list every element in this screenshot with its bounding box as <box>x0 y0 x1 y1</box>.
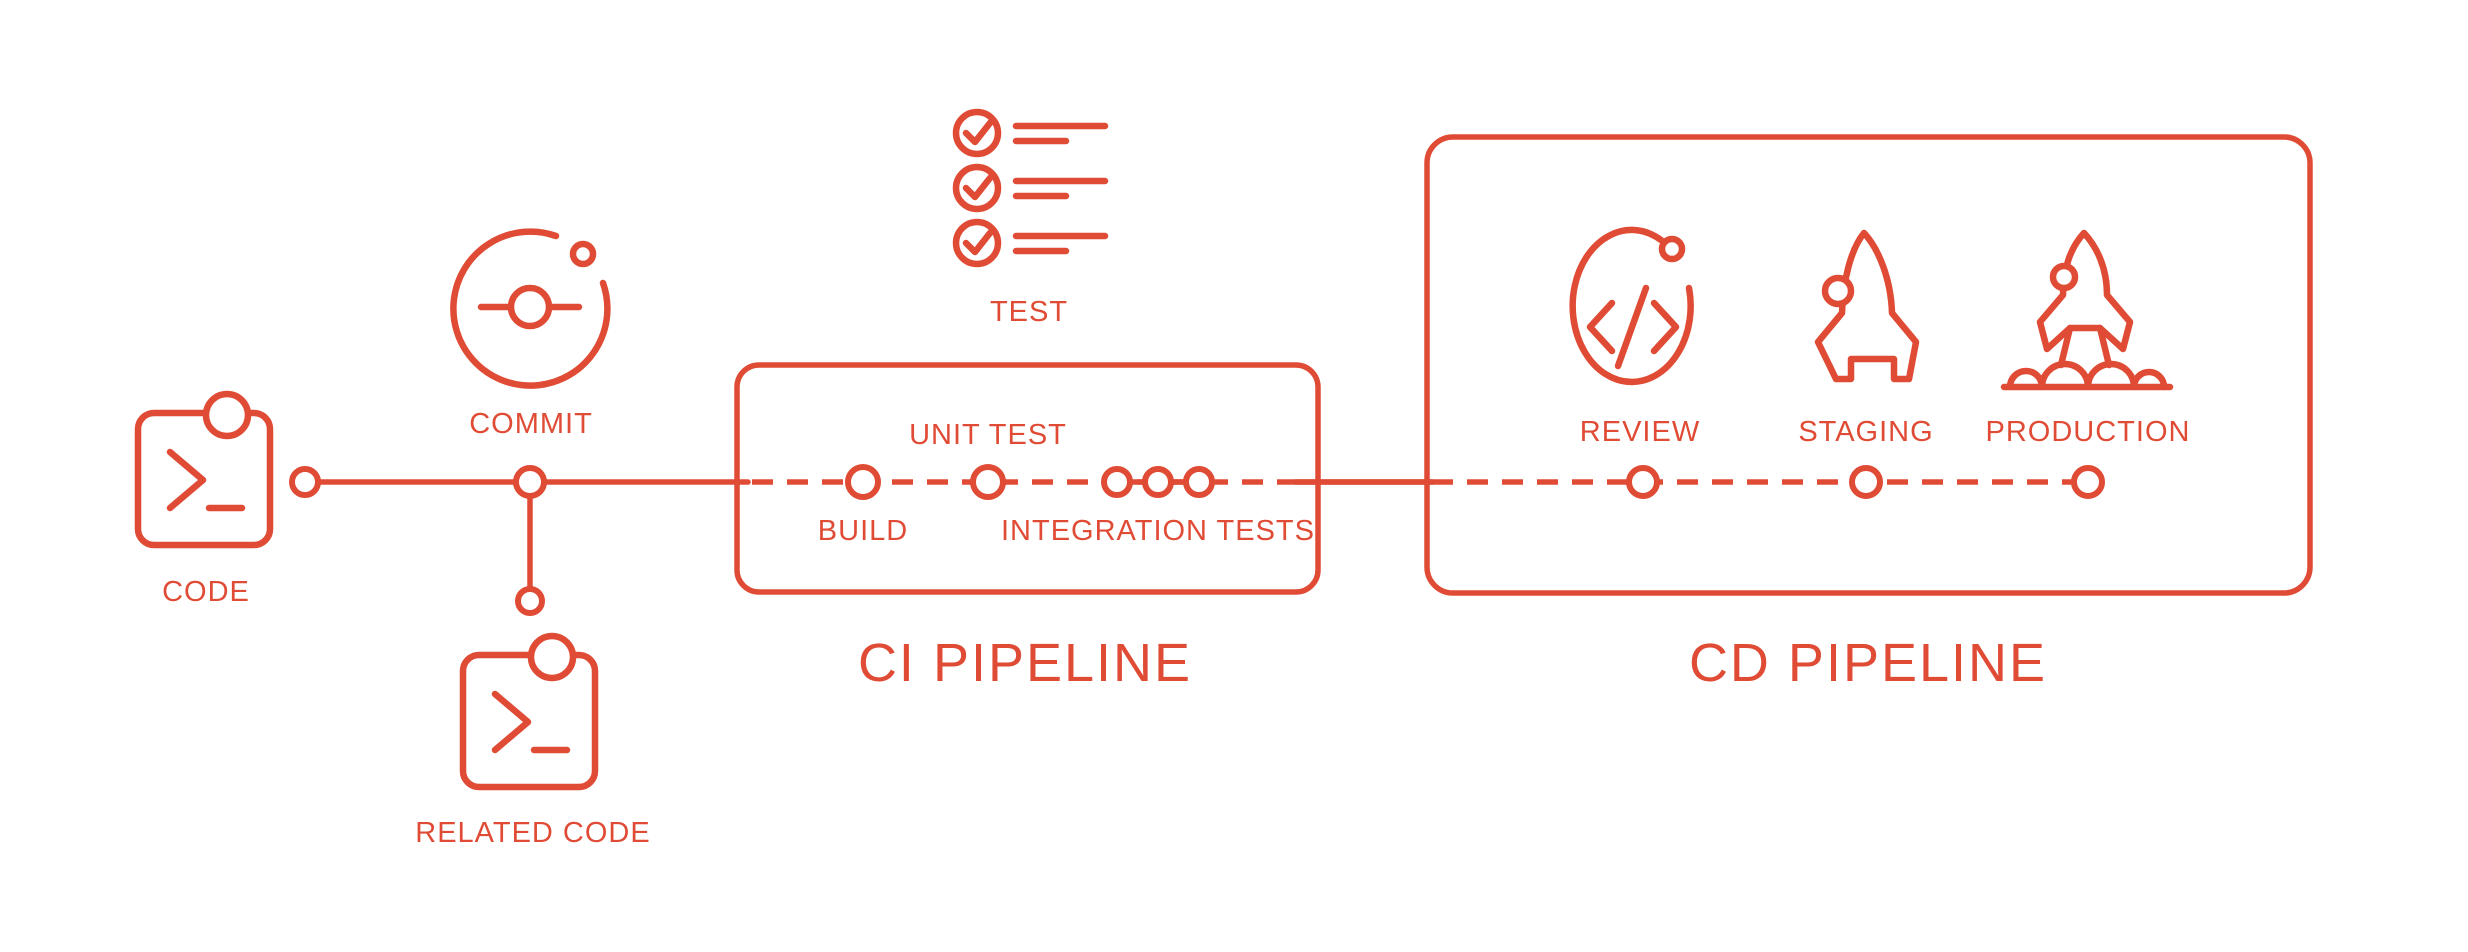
rocket-launch-icon <box>2000 229 2174 391</box>
ci-pipeline-title: CI PIPELINE <box>858 633 1192 693</box>
integration-tests-label: INTEGRATION TESTS <box>1001 515 1315 547</box>
test-label: TEST <box>990 296 1068 328</box>
cd-pipeline-box <box>1424 134 2313 596</box>
pipeline-node-code-start <box>289 466 321 498</box>
pipeline-node-commit-branch-end <box>515 586 545 616</box>
related-code-icon <box>463 636 595 787</box>
related-code-label: RELATED CODE <box>415 817 650 849</box>
rocket-icon <box>1814 229 1920 383</box>
checklist-row <box>952 218 1109 268</box>
pipeline-node-commit <box>513 465 547 499</box>
pipeline-node-unit-test <box>970 464 1006 500</box>
production-label: PRODUCTION <box>1986 416 2191 448</box>
ci-pipeline-box <box>734 362 1321 595</box>
unit-test-label: UNIT TEST <box>909 419 1067 451</box>
commit-label: COMMIT <box>469 408 593 440</box>
pipeline-node-build <box>845 464 881 500</box>
pipeline-node-production <box>2071 465 2105 499</box>
pipeline-node-integration-3 <box>1183 466 1215 498</box>
checklist-row <box>952 163 1109 213</box>
pipeline-node-integration-2 <box>1142 466 1174 498</box>
checklist-row <box>952 108 1109 158</box>
cd-pipeline-title: CD PIPELINE <box>1689 633 2047 693</box>
pipeline-node-integration-1 <box>1101 466 1133 498</box>
build-label: BUILD <box>818 515 908 547</box>
pipeline-node-staging <box>1849 465 1883 499</box>
staging-label: STAGING <box>1798 416 1933 448</box>
commit-icon <box>450 228 611 389</box>
review-label: REVIEW <box>1580 416 1700 448</box>
pipeline-nodes <box>289 464 2105 616</box>
test-checklist-icon <box>952 108 1109 268</box>
code-label: CODE <box>162 576 250 608</box>
pipeline-node-review <box>1626 465 1660 499</box>
code-review-icon <box>1569 226 1694 386</box>
code-icon <box>138 394 270 545</box>
